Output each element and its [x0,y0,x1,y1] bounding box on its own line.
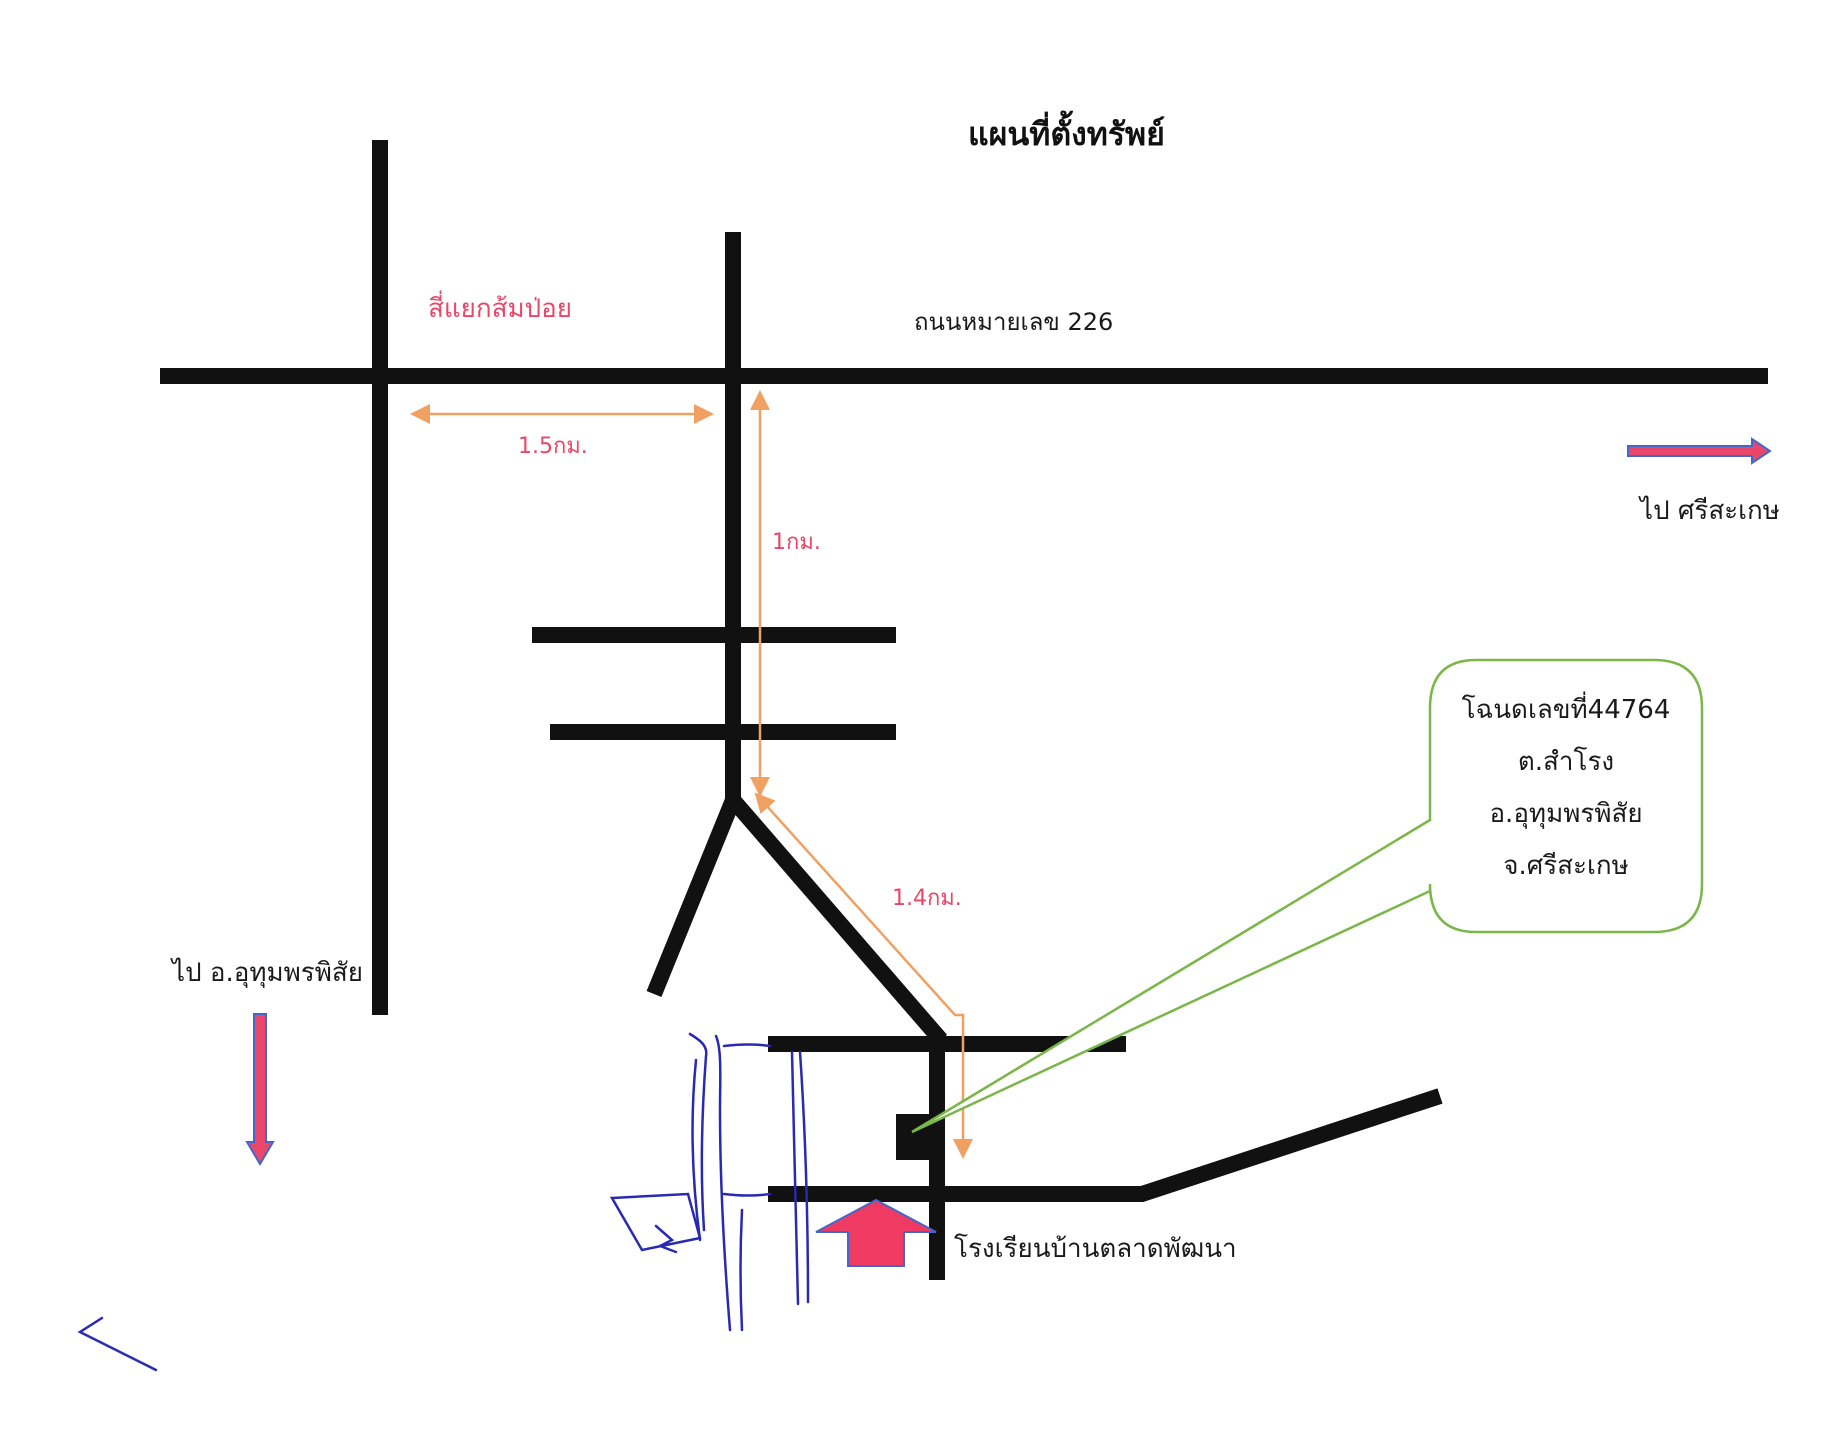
school-arrow [815,1198,937,1267]
deed-callout: โฉนดเลขที่44764 ต.สำโรง อ.อุทุมพรพิสัย จ… [1430,660,1702,930]
arrow-to-uthumphon [245,1013,275,1166]
measurements [410,390,973,1159]
handdrawn-line-6 [722,1043,772,1048]
callout-box [911,658,1704,1134]
callout-district: อ.อุทุมพรพิสัย [1489,799,1643,829]
callout-province: จ.ศรีสะเกษ [1503,851,1629,881]
fork-left-road [646,796,741,998]
label-to-uthumphon: ไป อ.อุทุมพรพิสัย [172,958,363,988]
measure-1-4km [754,792,973,1159]
map-title: แผนที่ตั้งทรัพย์ [968,115,1165,153]
handdrawn-hook [77,1316,158,1372]
label-school: โรงเรียนบ้านตลาดพัฒนา [954,1234,1237,1264]
handdrawn-line-7 [722,1192,772,1197]
callout-deed-number: โฉนดเลขที่44764 [1461,695,1671,725]
handdrawn-line-2 [714,1034,732,1332]
arrow-to-sisaket [1627,437,1772,465]
callout-outline [911,658,1704,1134]
direction-arrows [245,437,1772,1267]
label-highway-226: ถนนหมายเลข 226 [914,308,1114,336]
handdrawn-annotations [77,1032,810,1372]
handdrawn-line-1 [688,1032,708,1232]
label-to-sisaket: ไป ศรีสะเกษ [1640,496,1780,526]
label-distance-1-5km: 1.5กม. [518,434,588,459]
handdrawn-sketch [609,1192,702,1254]
handdrawn-line-5 [798,1050,810,1304]
label-distance-1-4km: 1.4กม. [892,886,962,911]
handdrawn-line-3 [691,1058,702,1242]
handdrawn-line-4 [790,1050,800,1306]
label-intersection: สี่แยกส้มป่อย [428,294,572,324]
lower-side-road [768,1088,1443,1202]
callout-subdistrict: ต.สำโรง [1517,747,1615,777]
fork-right-road [726,794,948,1046]
label-distance-1km: 1กม. [772,530,821,555]
handdrawn-line-8 [739,1208,744,1332]
